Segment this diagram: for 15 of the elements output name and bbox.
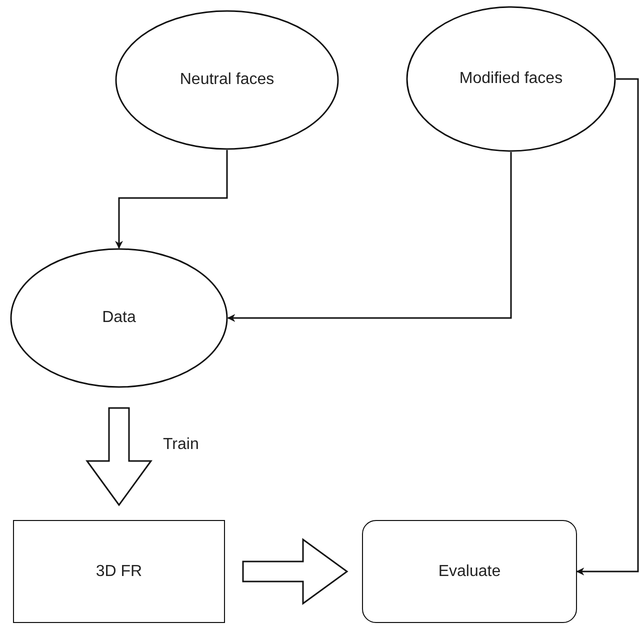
arrow bbox=[576, 78, 639, 576]
block-arrow bbox=[86, 407, 152, 506]
arrow bbox=[227, 152, 512, 322]
node-label: Evaluate bbox=[438, 562, 501, 580]
process-box bbox=[362, 520, 577, 623]
node-label: Data bbox=[102, 309, 136, 327]
node-label: Modified faces bbox=[459, 70, 563, 88]
arrow bbox=[115, 150, 228, 249]
ellipse-node bbox=[406, 6, 616, 152]
block-arrow bbox=[242, 538, 348, 605]
process-box bbox=[13, 520, 225, 623]
node-label: 3D FR bbox=[96, 562, 142, 580]
ellipse-node bbox=[115, 10, 339, 150]
node-label: Neutral faces bbox=[180, 71, 274, 89]
ellipse-node bbox=[10, 248, 228, 388]
